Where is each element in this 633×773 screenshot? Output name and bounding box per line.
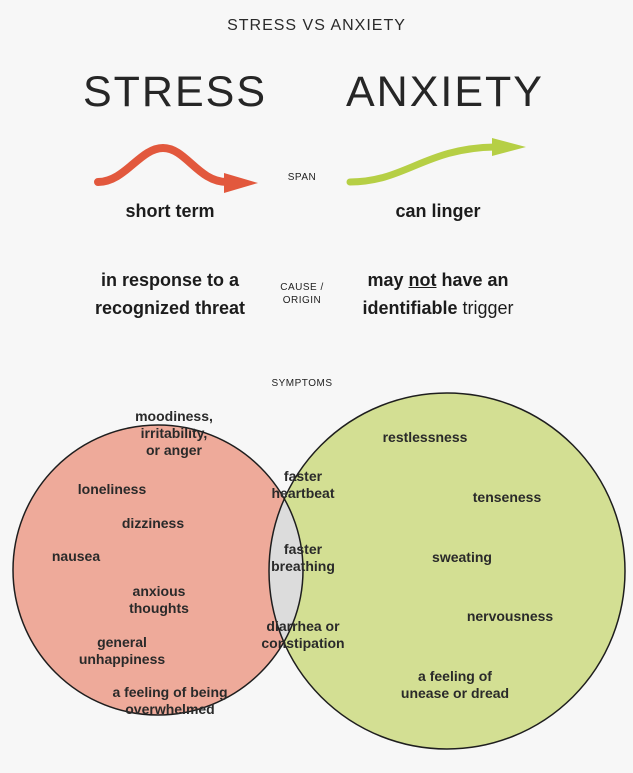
anxiety-cause-part4: trigger (457, 298, 514, 318)
anxiety-symptom: tenseness (472, 489, 542, 505)
stress-symptom: loneliness (77, 481, 147, 497)
anxiety-cause-line1: may not have an (318, 266, 558, 294)
cause-label-line1: CAUSE / (280, 282, 324, 293)
anxiety-cause-part3: identifiable (362, 298, 458, 318)
stress-symptom: moodiness, irritability, or anger (135, 408, 213, 458)
stress-heading: STRESS (82, 68, 268, 116)
stress-cause-line1: in response to a (100, 270, 240, 290)
stress-curve-arrow (94, 143, 231, 186)
anxiety-cause-text: may not have an identifiable trigger (318, 266, 558, 322)
symptoms-label: SYMPTOMS (271, 378, 333, 389)
anxiety-heading: ANXIETY (346, 68, 544, 116)
stress-symptom: anxious thoughts (129, 583, 189, 616)
anxiety-symptom: nervousness (466, 608, 554, 624)
anxiety-cause-not: not (408, 270, 437, 290)
shared-symptom: faster breathing (271, 541, 335, 574)
stress-symptom: general unhappiness (78, 634, 166, 667)
anxiety-span-text: can linger (395, 201, 481, 221)
stress-circle (13, 425, 303, 715)
stress-circle-outline (12, 424, 304, 716)
anxiety-symptom: restlessness (382, 429, 468, 445)
anxiety-symptom: sweating (432, 549, 492, 565)
anxiety-cause-line2: identifiable trigger (318, 294, 558, 322)
stress-symptom: a feeling of being overwhelmed (112, 684, 228, 717)
stress-span-text: short term (125, 201, 215, 221)
anxiety-circle-outline (268, 392, 626, 750)
shared-symptom: diarrhea or constipation (261, 618, 345, 651)
anxiety-cause-part1: may (367, 270, 409, 290)
anxiety-symptom: a feeling of unease or dread (400, 668, 510, 701)
shared-symptom: faster heartbeat (271, 468, 335, 501)
span-label: SPAN (287, 172, 317, 183)
anxiety-line-arrow (346, 143, 499, 186)
stress-symptom: dizziness (121, 515, 185, 531)
anxiety-cause-part2: have an (436, 270, 509, 290)
cause-label-line2: ORIGIN (282, 295, 322, 306)
stress-cause-text: in response to a recognized threat (50, 266, 290, 322)
anxiety-arrowhead (492, 138, 526, 156)
stress-symptom: nausea (51, 548, 101, 564)
stress-arrowhead (224, 173, 258, 193)
cause-origin-label: CAUSE / ORIGIN (268, 281, 336, 307)
stress-cause-line2: recognized threat (94, 298, 246, 318)
page-title: STRESS VS ANXIETY (227, 17, 406, 34)
anxiety-circle (269, 393, 625, 749)
